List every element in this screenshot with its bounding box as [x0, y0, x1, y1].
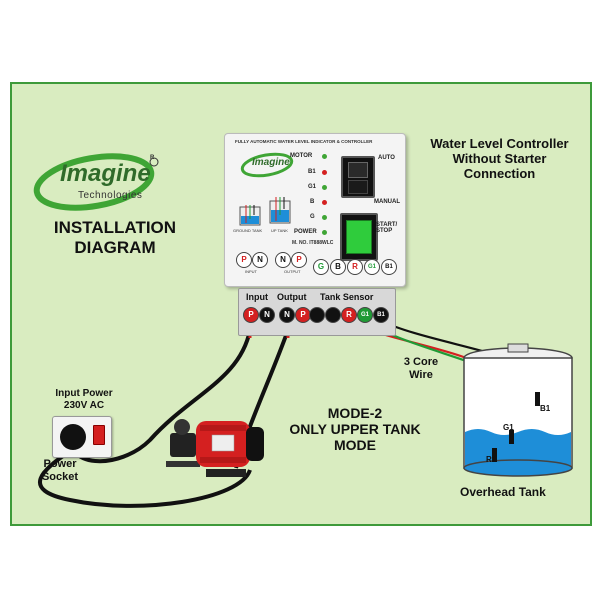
- start-stop-face: [346, 220, 372, 254]
- led-b1: [322, 170, 327, 175]
- block-terminal-n-output[interactable]: N: [279, 307, 295, 323]
- ground-tank-illustration: [239, 205, 261, 226]
- water-pump: [166, 419, 264, 477]
- power-switch[interactable]: [93, 425, 105, 445]
- device-logo-swoosh: [240, 152, 294, 178]
- power-socket-line2: Socket: [41, 471, 79, 484]
- block-terminal-b1[interactable]: B1: [373, 307, 389, 323]
- sensor-r1-probe: [492, 448, 497, 462]
- mode-line2: ONLY UPPER TANK: [289, 421, 421, 438]
- led-g1: [322, 185, 327, 190]
- led-label-motor: MOTOR: [290, 153, 313, 159]
- led-label-power: POWER: [294, 229, 317, 235]
- power-socket-label: Power Socket: [30, 458, 90, 484]
- up-tank-label: UP TANK: [271, 228, 288, 233]
- terminal-block-input-label: Input: [246, 292, 268, 302]
- block-terminal-p-input[interactable]: P: [243, 307, 259, 323]
- core-wire-label: 3 Core Wire: [396, 356, 446, 382]
- led-power: [322, 230, 327, 235]
- led-motor: [322, 154, 327, 159]
- device-brand: Imagine: [252, 157, 290, 168]
- input-power-text: Input Power: [55, 388, 113, 399]
- led-label-g: G: [310, 214, 315, 220]
- product-title-line2: Without Starter: [452, 150, 547, 166]
- logo-swoosh: [33, 153, 159, 211]
- logo-registered-mark: R: [150, 155, 155, 161]
- switch-auto-label: AUTO: [378, 155, 395, 161]
- front-sensor-b: B: [330, 259, 346, 275]
- up-tank-illustration: [269, 197, 291, 224]
- block-terminal-n-input[interactable]: N: [259, 307, 275, 323]
- diagram-title-line1: INSTALLATION: [53, 218, 177, 237]
- switch-manual-label: MANUAL: [374, 199, 400, 205]
- core-wire-line1: 3 Core: [403, 356, 439, 368]
- front-sensor-b1: B1: [381, 259, 397, 275]
- diagram-title-line2: DIAGRAM: [74, 237, 156, 257]
- front-sensor-g: G: [313, 259, 329, 275]
- diagram-title: INSTALLATION DIAGRAM: [40, 218, 190, 257]
- led-g: [322, 215, 327, 220]
- front-terminal-n-output: N: [275, 252, 291, 268]
- led-label-b1: B1: [308, 169, 316, 175]
- block-terminal-r[interactable]: R: [341, 307, 357, 323]
- sensor-b1-label: B1: [540, 404, 551, 413]
- start-stop-label: START/ STOP: [376, 222, 398, 234]
- rocker-top: [348, 162, 368, 178]
- front-terminal-n-input: N: [252, 252, 268, 268]
- logo-brand: Imagine: [60, 160, 151, 187]
- voltage-text: 230V AC: [63, 400, 105, 411]
- input-power-label: Input Power 230V AC: [44, 388, 124, 412]
- front-terminal-p-input: P: [236, 252, 252, 268]
- product-title-line1: Water Level Controller: [430, 136, 569, 151]
- led-label-g1: G1: [308, 184, 317, 190]
- auto-manual-switch[interactable]: [341, 156, 375, 198]
- overhead-tank: [463, 343, 573, 477]
- block-terminal-g1[interactable]: G1: [357, 307, 373, 323]
- power-socket-line1: Power: [43, 458, 77, 470]
- mode-line3: MODE: [334, 437, 376, 454]
- plug-icon: [60, 424, 86, 450]
- model-number: M. NO. IT888WLC: [292, 240, 334, 246]
- mode-line1: MODE-2: [327, 405, 383, 421]
- front-terminal-p-output: P: [291, 252, 307, 268]
- sensor-r1-label: R1: [486, 455, 497, 464]
- mode-title: MODE-2 ONLY UPPER TANK MODE: [280, 405, 430, 453]
- product-title-line3: Connection: [463, 165, 536, 181]
- front-output-label: OUTPUT: [284, 269, 301, 274]
- ground-tank-label: GROUND TANK: [233, 228, 263, 233]
- logo-sub: Technologies: [78, 190, 143, 201]
- block-terminal-b[interactable]: [325, 307, 341, 323]
- device-header: FULLY AUTOMATIC WATER LEVEL INDICATOR & …: [235, 139, 373, 144]
- start-stop-button[interactable]: [340, 213, 378, 261]
- front-input-label: INPUT: [245, 269, 257, 274]
- terminal-block-sensor-label: Tank Sensor: [320, 292, 374, 302]
- sensor-g1-label: G1: [503, 423, 514, 432]
- rocker-bottom: [348, 180, 368, 194]
- sensor-b1-probe: [535, 392, 540, 406]
- block-terminal-g[interactable]: [309, 307, 325, 323]
- product-title: Water Level Controller Without Starter C…: [412, 136, 587, 182]
- core-wire-line2: Wire: [409, 369, 433, 382]
- led-label-b: B: [310, 199, 315, 205]
- front-sensor-r: R: [347, 259, 363, 275]
- terminal-block-output-label: Output: [277, 292, 307, 302]
- front-sensor-g1: G1: [364, 259, 380, 275]
- led-b: [322, 200, 327, 205]
- overhead-tank-label: Overhead Tank: [460, 485, 546, 499]
- sensor-g1-probe: [509, 430, 514, 444]
